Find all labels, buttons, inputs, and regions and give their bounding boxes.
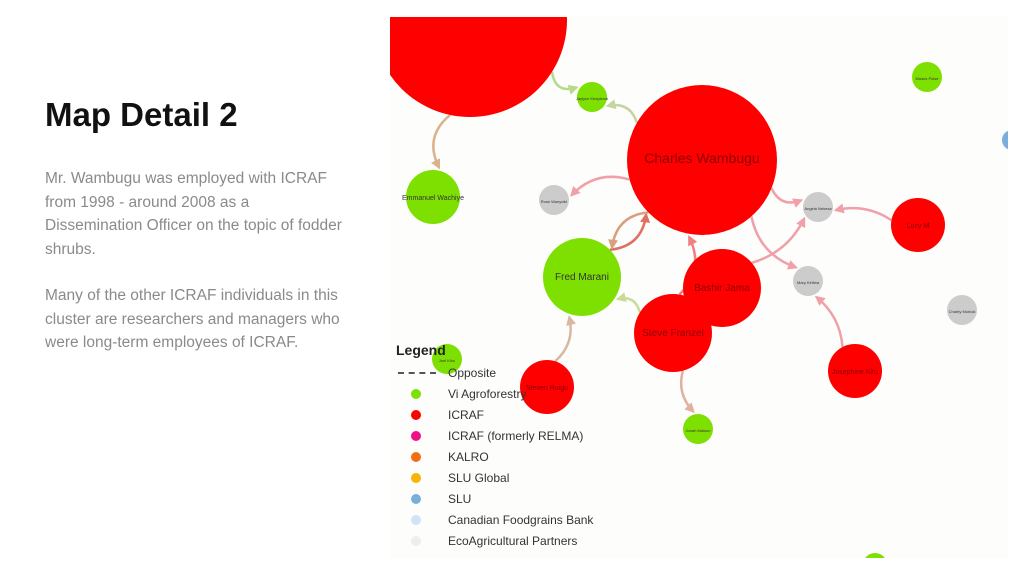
- network-node[interactable]: Fred Marani: [543, 238, 621, 316]
- color-dot-icon: [396, 493, 448, 504]
- color-dot-icon: [396, 451, 448, 462]
- node-label: Emmanuel Wachiye: [402, 195, 464, 202]
- node-label: Charles Wambugu: [644, 150, 759, 166]
- legend-label: KALRO: [448, 449, 489, 464]
- node-circle[interactable]: [390, 17, 567, 117]
- network-node[interactable]: [390, 17, 567, 117]
- network-edge: [770, 187, 804, 208]
- node-circle[interactable]: [793, 266, 823, 296]
- legend-label: ICRAF (formerly RELMA): [448, 428, 584, 443]
- node-label: Josephine Kiru: [832, 369, 878, 376]
- network-edge: [751, 216, 806, 265]
- node-circle[interactable]: [1002, 130, 1008, 150]
- network-node[interactable]: Steven Ruigu: [520, 360, 574, 414]
- node-circle[interactable]: [627, 85, 777, 235]
- network-node[interactable]: Mary Kirifwa: [793, 266, 823, 296]
- node-label: Rose Wanyoiki: [541, 199, 568, 204]
- legend-label: Vi Agroforestry: [448, 386, 527, 401]
- network-node[interactable]: Lucy M: [891, 198, 945, 252]
- network-node[interactable]: Jaylyce Khaplenai: [576, 82, 608, 112]
- network-node[interactable]: Charity Muriuki: [947, 295, 977, 325]
- network-edge: [833, 203, 893, 222]
- legend-label: SLU: [448, 491, 472, 506]
- network-node[interactable]: Angela Nekesa: [803, 192, 833, 222]
- node-label: Steven Ruigu: [526, 385, 568, 392]
- node-circle[interactable]: [406, 170, 460, 224]
- node-circle[interactable]: [520, 360, 574, 414]
- description-paragraph: Mr. Wambugu was employed with ICRAF from…: [45, 170, 342, 258]
- network-node[interactable]: Charles Wambugu: [627, 85, 777, 235]
- legend-label: Opposite: [448, 365, 497, 380]
- legend-item: Opposite: [396, 362, 593, 383]
- node-label: Fred Marani: [555, 272, 609, 283]
- legend-label: EcoAgricultural Partners: [448, 533, 578, 548]
- network-edge: [750, 216, 799, 270]
- network-node[interactable]: Moses Pulse: [912, 62, 942, 92]
- dashed-line-icon: [396, 371, 448, 374]
- network-edge: [569, 175, 630, 197]
- network-node[interactable]: [863, 553, 887, 558]
- network-edge: [550, 71, 579, 95]
- node-circle[interactable]: [828, 344, 882, 398]
- node-label: Jonah Maison: [686, 428, 711, 433]
- node-label: Jaylyce Khaplenai: [576, 96, 608, 101]
- description-paragraph: Many of the other ICRAF individuals in t…: [45, 287, 340, 351]
- network-node[interactable]: Rose Wanyoiki: [539, 185, 569, 215]
- network-edge: [814, 295, 844, 348]
- color-dot-icon: [396, 388, 448, 399]
- legend-title: Legend: [396, 342, 446, 358]
- node-circle[interactable]: [803, 192, 833, 222]
- network-node[interactable]: [1002, 130, 1008, 150]
- node-circle[interactable]: [863, 553, 887, 558]
- node-circle[interactable]: [577, 82, 607, 112]
- legend-label: ICRAF: [448, 407, 484, 422]
- node-label: Charity Muriuki: [949, 309, 976, 314]
- legend-item: ICRAF: [396, 404, 593, 425]
- node-circle[interactable]: [912, 62, 942, 92]
- color-dot-icon: [396, 535, 448, 546]
- network-edge: [554, 315, 576, 363]
- node-label: Steve Franzel: [642, 328, 704, 339]
- network-edge: [431, 113, 451, 170]
- node-circle[interactable]: [539, 185, 569, 215]
- node-circle[interactable]: [634, 294, 712, 372]
- legend-label: Canadian Foodgrains Bank: [448, 512, 594, 527]
- legend-item: KALRO: [396, 446, 593, 467]
- legend-item: EcoAgricultural Partners: [396, 530, 593, 551]
- node-label: Bashir Jama: [694, 283, 750, 294]
- node-label: Moses Pulse: [916, 76, 940, 81]
- color-dot-icon: [396, 430, 448, 441]
- network-node[interactable]: Emmanuel Wachiye: [402, 170, 464, 224]
- legend-item: SLU: [396, 488, 593, 509]
- node-label: Lucy M: [907, 223, 930, 230]
- node-circle[interactable]: [432, 344, 462, 374]
- legend-item: ICRAF (formerly RELMA): [396, 425, 593, 446]
- legend-label: SLU Global: [448, 470, 510, 485]
- node-label: Mary Kirifwa: [797, 280, 820, 285]
- network-node[interactable]: Steve Franzel: [634, 294, 712, 372]
- node-circle[interactable]: [891, 198, 945, 252]
- page-title: Map Detail 2: [45, 96, 238, 133]
- network-node[interactable]: Josephine Kiru: [828, 344, 882, 398]
- node-circle[interactable]: [947, 295, 977, 325]
- network-edge: [615, 292, 641, 313]
- node-circle[interactable]: [683, 414, 713, 444]
- legend-item: SLU Global: [396, 467, 593, 488]
- legend-item: Canadian Foodgrains Bank: [396, 509, 593, 530]
- color-dot-icon: [396, 514, 448, 525]
- color-dot-icon: [396, 409, 448, 420]
- network-node[interactable]: Jonah Maison: [683, 414, 713, 444]
- node-label: Angela Nekesa: [804, 206, 832, 211]
- color-dot-icon: [396, 472, 448, 483]
- legend-item: Vi Agroforestry: [396, 383, 593, 404]
- network-edge: [605, 99, 639, 124]
- node-label: Joel Kiiru: [439, 358, 455, 363]
- node-circle[interactable]: [543, 238, 621, 316]
- network-edge: [608, 211, 649, 250]
- network-node[interactable]: Joel Kiiru: [432, 344, 462, 374]
- network-edge: [679, 370, 695, 414]
